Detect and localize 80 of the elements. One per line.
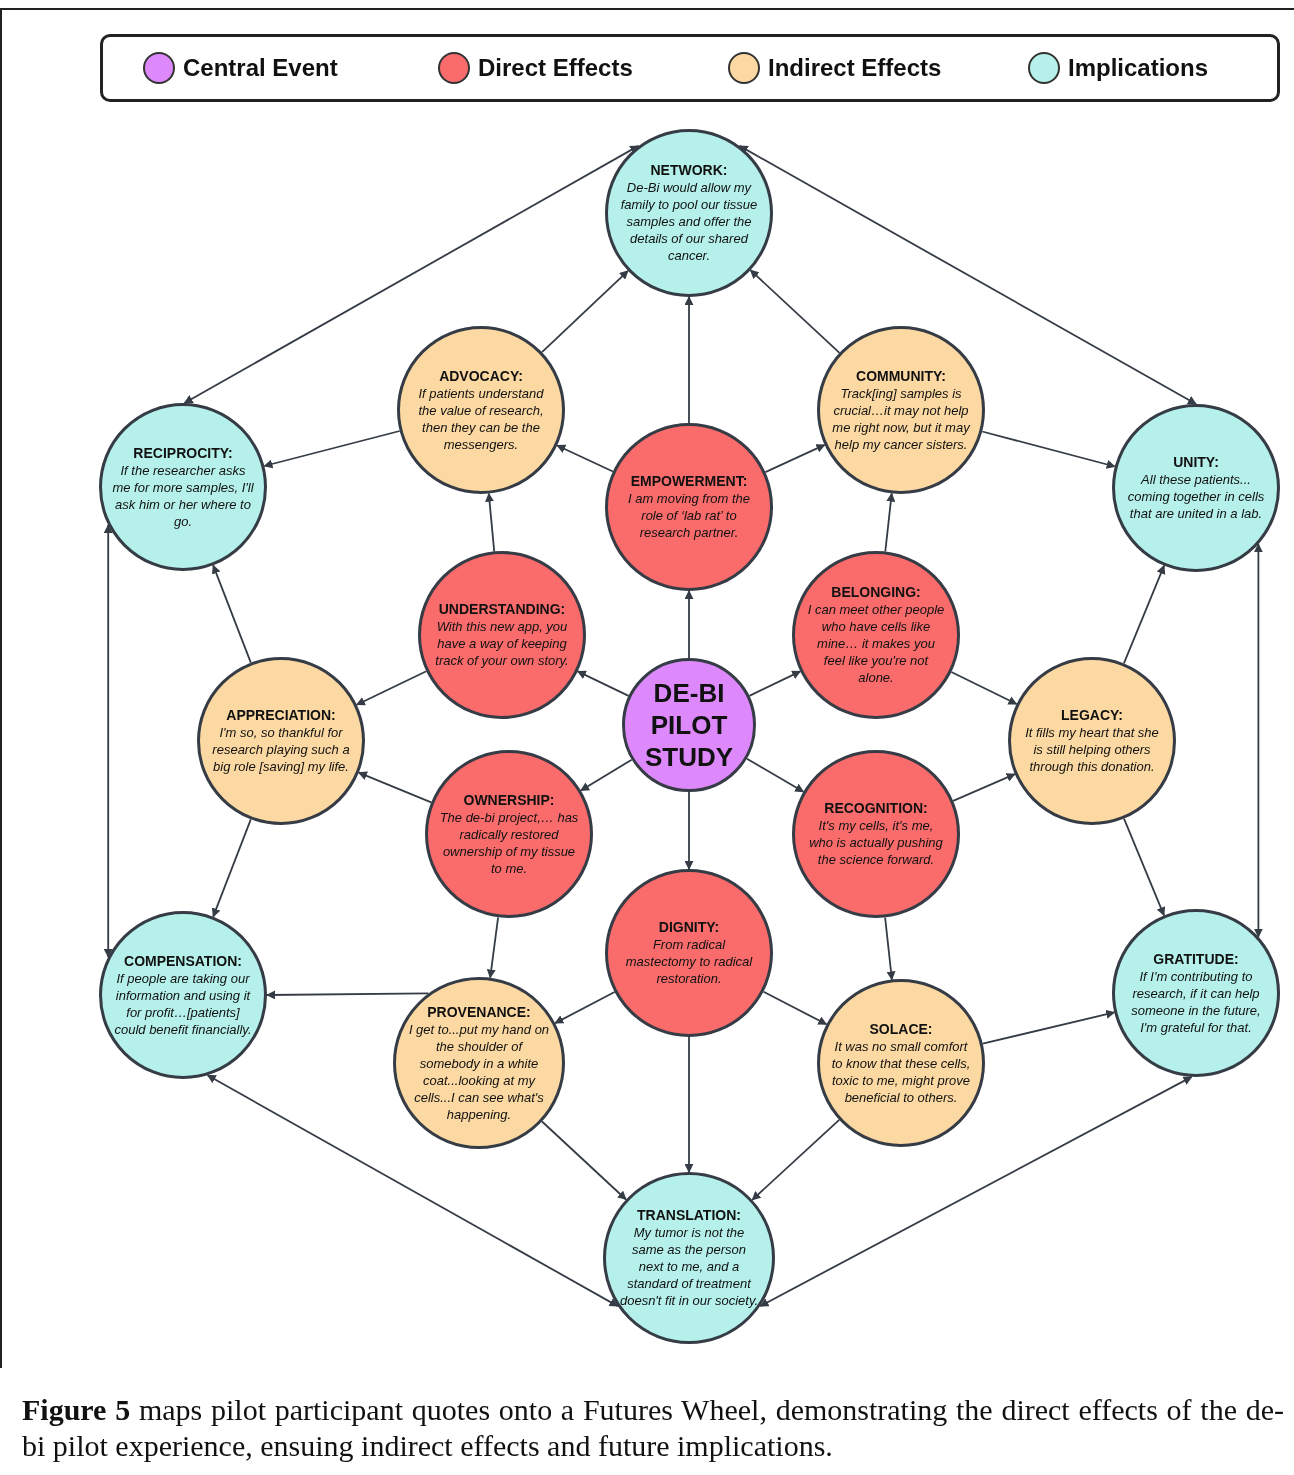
legend-label: Indirect Effects xyxy=(768,54,942,82)
node-quote: If people are taking our information and using it for profit…[patients] could benefit financially. xyxy=(113,969,253,1038)
node-quote: It's my cells, it's me, who is actually pushing the science forward. xyxy=(808,817,944,868)
legend-label: Direct Effects xyxy=(478,54,633,82)
node-heading: OWNERSHIP: xyxy=(463,791,555,809)
arrow xyxy=(485,492,496,553)
arrow xyxy=(762,990,828,1026)
arrow xyxy=(1123,817,1166,917)
node-quote: If I'm contributing to research, if it can help someone in the future, I'm grateful for that. xyxy=(1130,967,1262,1036)
arrow xyxy=(541,269,629,354)
node-heading: DIGNITY: xyxy=(658,919,720,936)
arrow xyxy=(1253,543,1263,938)
arrow xyxy=(684,590,694,659)
node-heading: TRANSLATION: xyxy=(637,1207,741,1224)
arrow xyxy=(738,145,1197,405)
arrow xyxy=(748,670,802,697)
node-heading: LEGACY: xyxy=(1061,707,1123,724)
node-heading: COMPENSATION: xyxy=(124,952,242,970)
arrow xyxy=(884,916,896,981)
arrow xyxy=(684,1036,694,1173)
node-quote: From radical mastectomy to radical restoration. xyxy=(624,936,754,987)
legend-label: Implications xyxy=(1068,54,1209,82)
node-heading: APPRECIATION: xyxy=(226,707,336,724)
arrow xyxy=(183,145,640,404)
arrow xyxy=(684,296,694,424)
node-quote: It fills my heart that she is still helping others through this donation. xyxy=(1024,724,1160,775)
arrow xyxy=(981,1009,1116,1045)
node-heading: EMPOWERMENT: xyxy=(630,473,748,490)
node-quote: It was no small comfort to know that these cells, toxic to me, might prove beneficial to others. xyxy=(830,1037,972,1106)
arrow xyxy=(541,1120,627,1201)
node-heading: BELONGING: xyxy=(831,584,921,601)
node-quote: The de-bi project,… has radically restored ownership of my tissue to me. xyxy=(438,808,580,877)
arrow xyxy=(556,444,614,473)
node-heading: RECOGNITION: xyxy=(824,800,928,817)
node-heading: UNDERSTANDING: xyxy=(438,601,566,618)
node-heading: RECIPROCITY: xyxy=(133,444,233,462)
node-quote: With this new app, you have a way of keeping track of your own story. xyxy=(434,618,570,669)
node-quote: If the researcher asks me for more samples, I'll ask him or her where to go. xyxy=(112,461,254,530)
arrow xyxy=(580,758,633,792)
node-heading: SOLACE: xyxy=(869,1020,933,1038)
arrow xyxy=(1123,564,1166,665)
node-heading: DE-BI PILOT STUDY xyxy=(643,677,735,773)
arrow xyxy=(554,991,616,1024)
arrow xyxy=(746,757,805,793)
arrow xyxy=(950,671,1018,705)
arrow xyxy=(211,564,252,664)
node-quote: My tumor is not the same as the person next to me, and a standard of treatment doesn't fit in our society. xyxy=(618,1224,760,1309)
node-heading: PROVENANCE: xyxy=(427,1003,531,1021)
node-quote: I'm so, so thankful for research playing such a big role [saving] my life. xyxy=(211,724,351,775)
arrow xyxy=(884,492,896,553)
node-quote: I get to...put my hand on the shoulder of somebody in a white coat...looking at my cells...I can see what's happening. xyxy=(408,1020,550,1123)
arrow xyxy=(266,990,430,1000)
node-quote: I am moving from the role of ‘lab rat’ to research partner. xyxy=(626,490,752,541)
node-heading: UNITY: xyxy=(1173,454,1219,471)
node-heading: COMMUNITY: xyxy=(856,367,946,385)
arrow xyxy=(103,524,113,958)
node-quote: I can meet other people who have cells like mine… it makes you feel like you're not alone. xyxy=(806,601,946,686)
node-quote: De-Bi would allow my family to pool our tissue samples and offer the details of our shared cancer. xyxy=(619,179,759,264)
arrow xyxy=(206,1074,619,1307)
arrow xyxy=(751,1119,841,1201)
node-quote: Track[ing] samples is crucial…it may not help me right now, but it may help my cancer sisters. xyxy=(831,384,971,453)
arrow xyxy=(981,430,1116,469)
figure-caption: Figure 5 maps pilot participant quotes onto a Futures Wheel, demonstrating the direct effects of the de-bi pilot experience, ensuing indirect effects and future implications. xyxy=(22,1392,1284,1464)
arrow xyxy=(211,818,252,918)
node-heading: GRATITUDE: xyxy=(1153,950,1239,968)
arrow xyxy=(486,916,499,979)
node-heading: NETWORK: xyxy=(650,162,728,179)
arrow xyxy=(764,444,826,473)
arrow xyxy=(357,771,433,804)
node-quote: If patients understand the value of research, then they can be the messengers. xyxy=(417,384,545,453)
arrow xyxy=(684,791,694,870)
arrow xyxy=(952,773,1016,802)
arrow xyxy=(749,269,841,354)
node-quote: All these patients... coming together in cells that are united in a lab. xyxy=(1126,471,1266,522)
node-heading: ADVOCACY: xyxy=(439,367,523,385)
arrow xyxy=(355,670,428,706)
arrow xyxy=(759,1076,1193,1307)
arrow xyxy=(263,430,401,469)
arrow xyxy=(576,670,630,697)
legend-label: Central Event xyxy=(183,54,338,82)
